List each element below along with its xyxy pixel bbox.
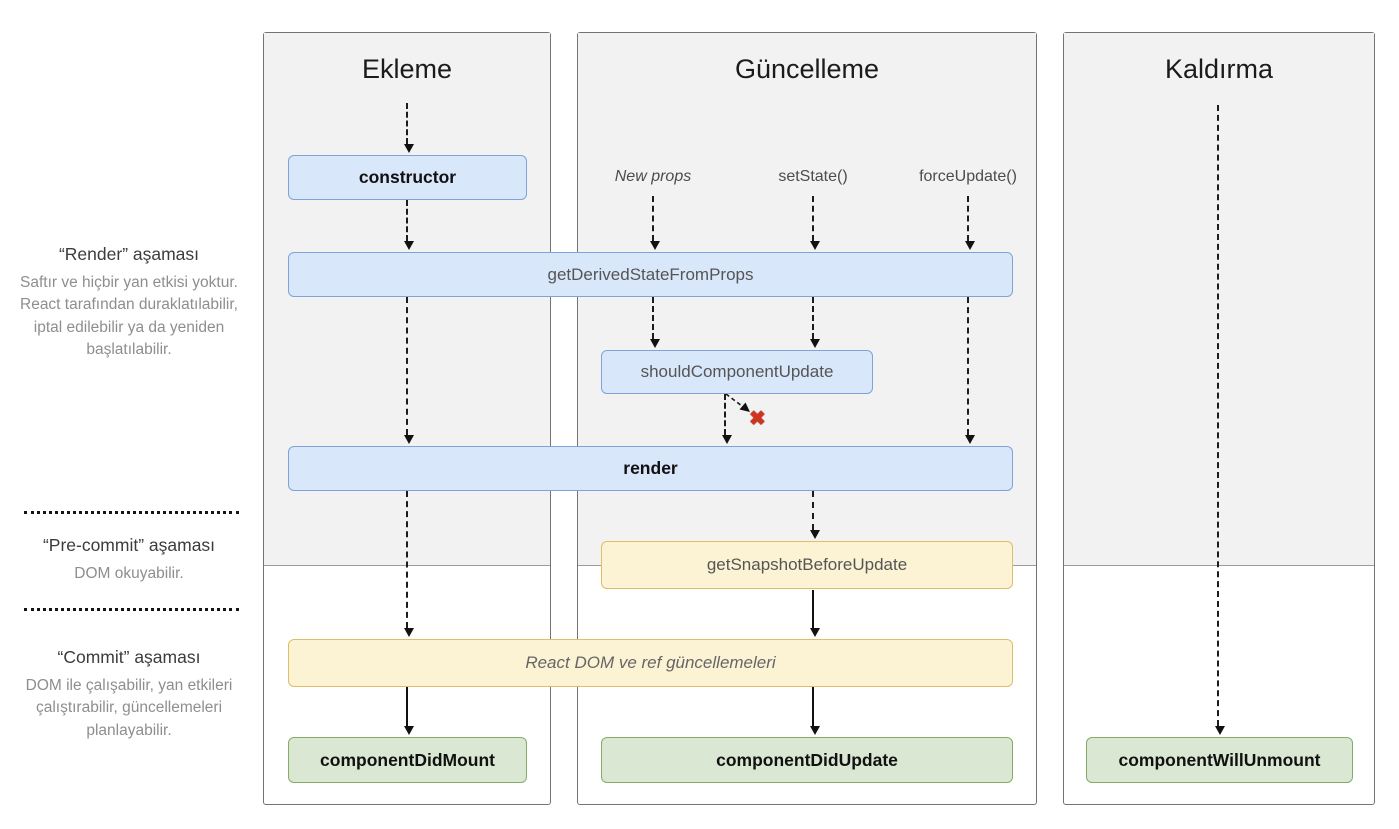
method-componentdidmount[interactable]: componentDidMount (288, 737, 527, 783)
scu-cancel-branch-arrow (725, 393, 750, 412)
column-title-unmounting: Kaldırma (1164, 54, 1274, 84)
render-phase-label: “Render” aşaması Saftır ve hiçbir yan et… (14, 244, 244, 362)
commit-phase-title: “Commit” aşaması (57, 647, 201, 667)
commit-phase-label: “Commit” aşaması DOM ile çalışabilir, ya… (14, 647, 244, 742)
method-getsnapshotbeforeupdate[interactable]: getSnapshotBeforeUpdate (601, 541, 1013, 589)
pre-commit-phase-desc: DOM okuyabilir. (74, 565, 184, 582)
arrow-gdsfp-to-scu-right (810, 297, 820, 348)
arrow-unmounting-to-componentwillunmount (1215, 105, 1225, 735)
arrow-reactdom-to-componentdidupdate (810, 687, 820, 735)
arrow-gdsfp-to-scu-left (650, 297, 660, 348)
render-phase-desc: Saftır ve hiçbir yan etkisi yoktur. Reac… (20, 274, 238, 359)
trigger-new-props: New props (614, 168, 692, 185)
trigger-force-update: forceUpdate() (919, 168, 1017, 185)
arrow-reactdom-to-componentdidmount (404, 687, 414, 735)
render-phase-region-unmounting (1064, 33, 1374, 566)
arrow-forceupdate-bypass-to-render (965, 297, 975, 444)
column-unmounting: Kaldırma (1063, 32, 1375, 805)
pre-commit-phase-title: “Pre-commit” aşaması (42, 535, 216, 555)
phase-separator-bottom (24, 608, 239, 611)
method-render[interactable]: render (288, 446, 1013, 491)
arrow-scu-to-render (722, 394, 732, 444)
arrow-forceupdate-to-gdsfp (965, 196, 975, 250)
cancel-cross-icon: ✖ (749, 408, 766, 430)
arrow-setstate-to-gdsfp (810, 196, 820, 250)
arrow-gsbu-to-reactdom (810, 590, 820, 637)
method-componentwillunmount[interactable]: componentWillUnmount (1086, 737, 1353, 783)
arrow-gdsfp-to-render-mounting (404, 297, 414, 444)
phase-separator-top (24, 511, 239, 514)
arrow-newprops-to-gdsfp (650, 196, 660, 250)
arrow-render-to-gsbu (810, 491, 820, 539)
method-shouldcomponentupdate[interactable]: shouldComponentUpdate (601, 350, 873, 394)
pre-commit-phase-label: “Pre-commit” aşaması DOM okuyabilir. (14, 535, 244, 585)
method-componentdidupdate[interactable]: componentDidUpdate (601, 737, 1013, 783)
arrow-mounting-start-to-constructor (404, 103, 414, 153)
arrow-constructor-to-gdsfp (404, 200, 414, 250)
render-phase-title: “Render” aşaması (58, 244, 200, 264)
column-title-mounting: Ekleme (361, 54, 453, 84)
react-dom-updates-box: React DOM ve ref güncellemeleri (288, 639, 1013, 687)
method-constructor[interactable]: constructor (288, 155, 527, 200)
commit-phase-desc: DOM ile çalışabilir, yan etkileri çalışt… (25, 677, 233, 739)
trigger-set-state: setState() (778, 168, 848, 185)
method-getderivedstatefromprops[interactable]: getDerivedStateFromProps (288, 252, 1013, 297)
column-title-updating: Güncelleme (734, 54, 880, 84)
arrow-render-to-reactdom-mounting (404, 491, 414, 637)
